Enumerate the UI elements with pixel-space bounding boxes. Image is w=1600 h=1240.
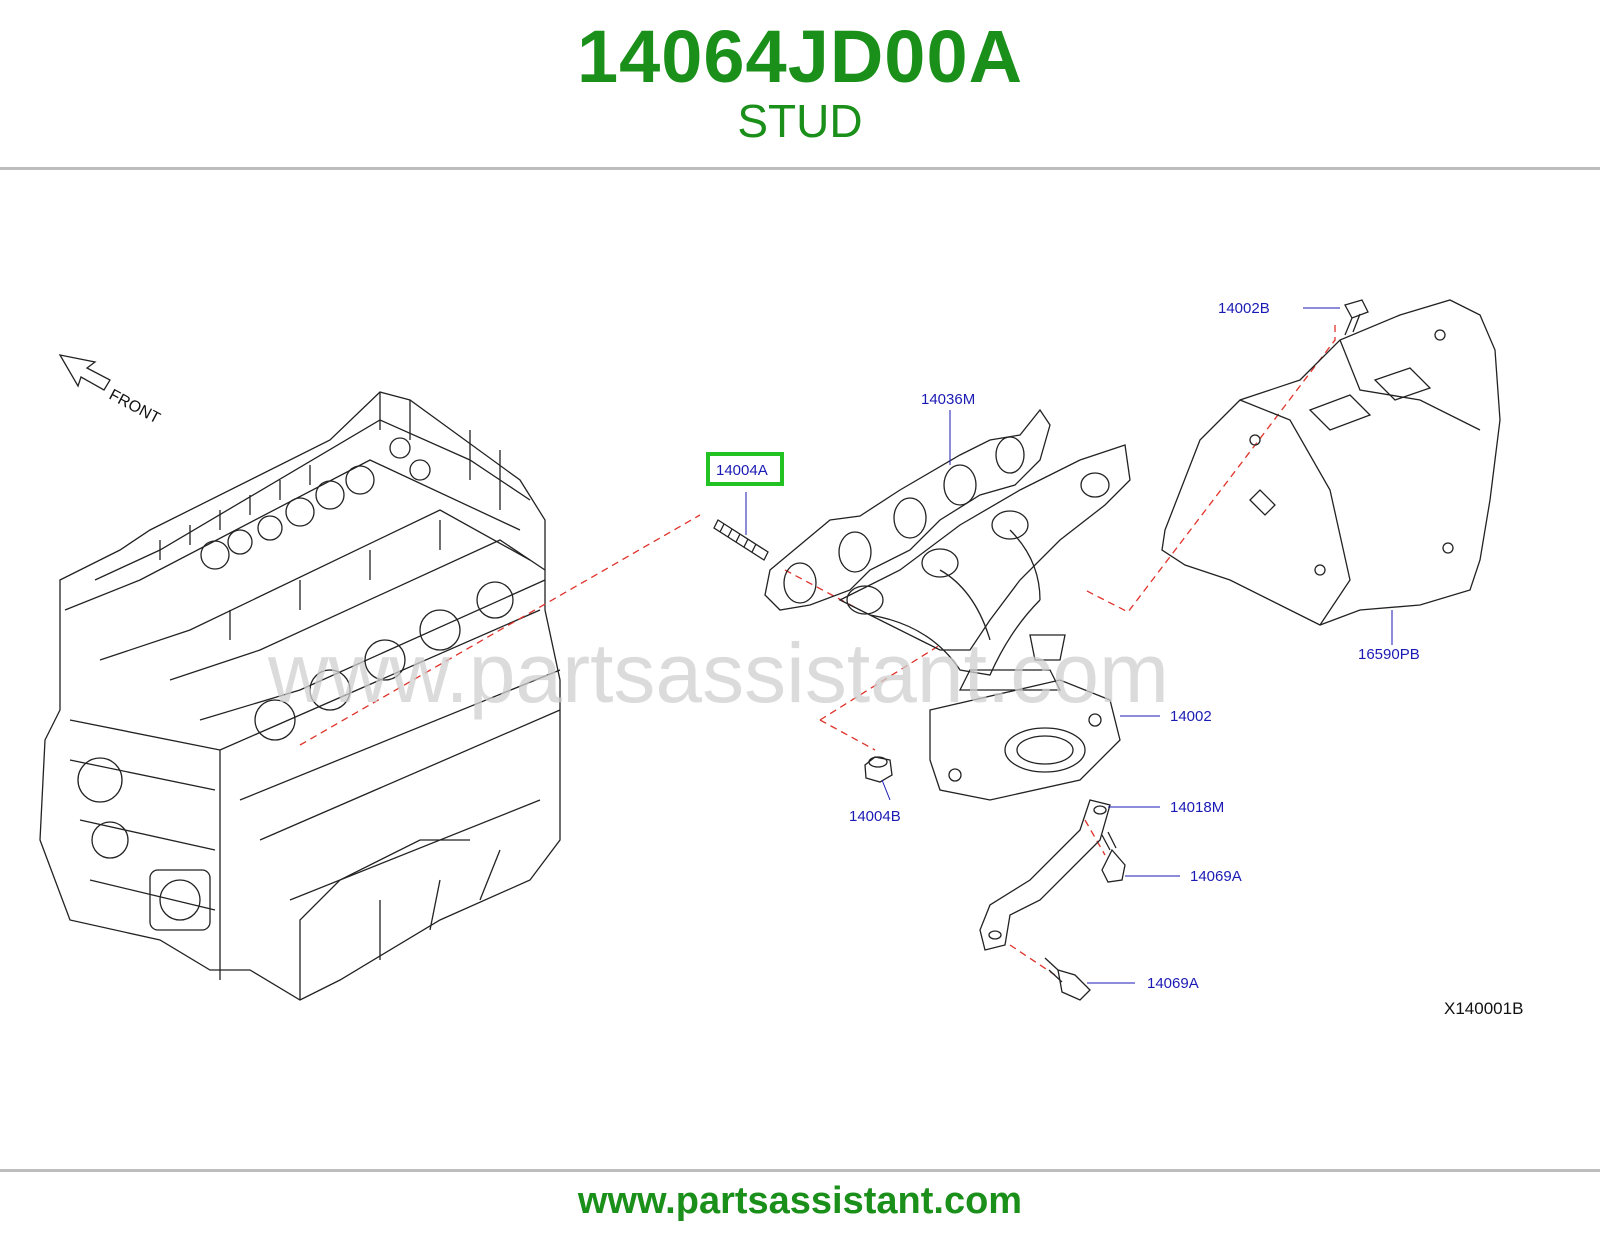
callout-leaders xyxy=(745,307,1393,984)
callout-14002[interactable]: 14002 xyxy=(1170,708,1212,725)
front-arrow-icon xyxy=(58,354,111,391)
callout-14069A-lower[interactable]: 14069A xyxy=(1147,975,1199,992)
engine-block-illustration xyxy=(39,391,561,1001)
bracket-illustration xyxy=(979,799,1111,951)
nut-illustration xyxy=(864,756,893,783)
highlighted-callout-box[interactable] xyxy=(706,452,784,486)
stud-illustration xyxy=(713,519,769,561)
callout-14069A-upper[interactable]: 14069A xyxy=(1190,868,1242,885)
diagram-reference-code: X140001B xyxy=(1444,999,1523,1018)
front-label: FRONT xyxy=(106,387,163,428)
footer-divider xyxy=(0,1169,1600,1172)
callout-16590PB[interactable]: 16590PB xyxy=(1358,646,1420,663)
callout-14002B[interactable]: 14002B xyxy=(1218,300,1270,317)
exhaust-manifold-illustration xyxy=(838,444,1131,801)
bolt-illustration xyxy=(1344,299,1369,336)
page-header: 14064JD00A STUD xyxy=(0,0,1600,168)
header-divider xyxy=(0,167,1600,170)
callout-14018M[interactable]: 14018M xyxy=(1170,799,1224,816)
part-description: STUD xyxy=(737,95,863,147)
footer-website-link[interactable]: www.partsassistant.com xyxy=(577,1180,1023,1222)
part-number-title: 14064JD00A xyxy=(576,15,1024,98)
assembly-lines xyxy=(299,325,1336,976)
callout-14004B[interactable]: 14004B xyxy=(849,808,901,825)
diagram-watermark: www.partsassistant.com xyxy=(267,626,1169,720)
callout-14004A[interactable]: 14004A xyxy=(716,462,768,479)
parts-diagram: FRONT xyxy=(0,280,1600,1060)
heat-insulator-illustration xyxy=(1161,299,1501,626)
bracket-bolt-lower-illustration xyxy=(1044,957,1091,1001)
callout-14036M[interactable]: 14036M xyxy=(921,391,975,408)
gasket-illustration xyxy=(764,408,1051,611)
bracket-bolt-upper-illustration xyxy=(1101,831,1126,883)
